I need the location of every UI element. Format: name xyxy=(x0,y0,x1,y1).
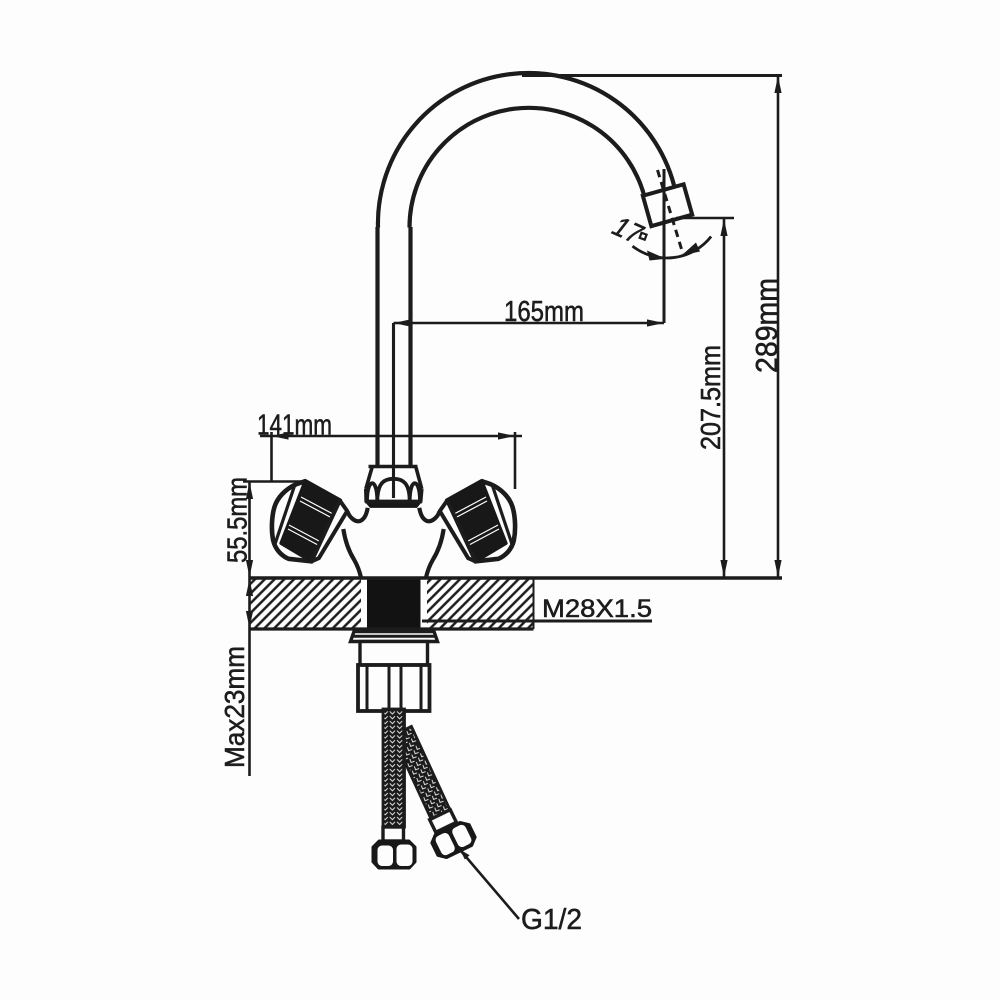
svg-text:G1/2: G1/2 xyxy=(521,904,582,936)
svg-text:289mm: 289mm xyxy=(749,278,784,373)
svg-text:Max23mm: Max23mm xyxy=(219,646,250,768)
svg-text:207.5mm: 207.5mm xyxy=(695,345,726,450)
svg-text:165mm: 165mm xyxy=(504,296,584,328)
svg-text:M28X1.5: M28X1.5 xyxy=(542,595,652,623)
svg-text:141mm: 141mm xyxy=(257,410,332,442)
svg-text:55.5mm: 55.5mm xyxy=(222,477,253,563)
